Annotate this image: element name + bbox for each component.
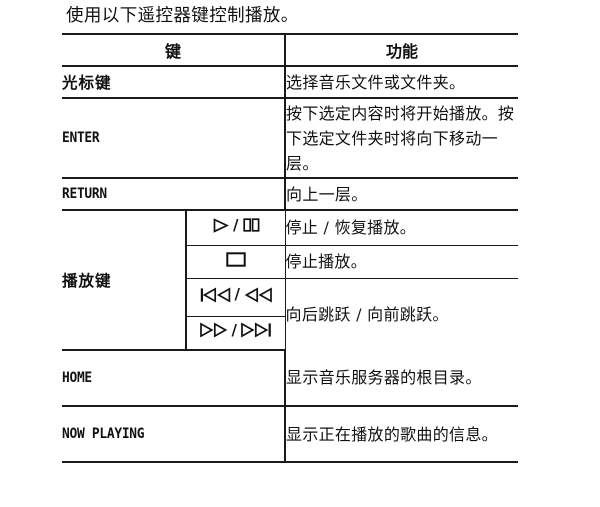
function-desc-home: 显示音乐服务器的根目录。	[285, 350, 519, 407]
table-row: 播放键 / 停止 / 恢复播放。	[62, 210, 519, 351]
intro-paragraph: 使用以下遥控器键控制播放。	[66, 6, 299, 26]
clipped-next-line-glyph: ，	[66, 498, 74, 502]
key-label-cursor: 光标键	[62, 66, 287, 99]
remote-key-table: 键 功能 光标键 选择音乐文件或文件夹。 ENTER 按下选定内容时将开始播放。…	[62, 33, 519, 463]
key-label-return: RETURN	[62, 178, 269, 211]
table-row: ENTER 按下选定内容时将开始播放。按下选定文件夹时将向下移动一层。	[62, 98, 519, 179]
key-label-enter: ENTER	[62, 98, 269, 179]
skip-back-rewind-icon: /	[186, 278, 286, 317]
function-desc-play-pause: 停止 / 恢复播放。	[285, 210, 519, 246]
table-row: 光标键 选择音乐文件或文件夹。	[62, 66, 519, 99]
table-header-row: 键 功能	[62, 33, 519, 67]
key-label-now-playing: NOW PLAYING	[62, 406, 269, 463]
function-desc-skip: 向后跳跃 / 向前跳跃。	[285, 304, 449, 324]
remote-key-table-wrapper: 键 功能 光标键 选择音乐文件或文件夹。 ENTER 按下选定内容时将开始播放。…	[62, 33, 519, 463]
table-row: 停止播放。	[62, 245, 519, 279]
table-row: RETURN 向上一层。	[62, 178, 519, 211]
table-row: HOME 显示音乐服务器的根目录。	[62, 350, 519, 407]
function-desc-enter: 按下选定内容时将开始播放。按下选定文件夹时将向下移动一层。	[285, 98, 519, 179]
fast-forward-skip-icon: /	[186, 316, 286, 351]
function-desc-cursor: 选择音乐文件或文件夹。	[285, 66, 519, 99]
key-label-home: HOME	[62, 350, 269, 407]
table-row: /	[62, 316, 518, 351]
function-desc-return: 向上一层。	[285, 178, 519, 211]
header-cell-function: 功能	[285, 33, 519, 67]
key-label-playback: 播放键	[62, 210, 187, 351]
play-pause-icon: /	[186, 210, 286, 246]
header-cell-key: 键	[62, 33, 287, 67]
table-row: NOW PLAYING 显示正在播放的歌曲的信息。	[62, 406, 519, 463]
function-desc-stop: 停止播放。	[285, 245, 519, 279]
table-row: / 向后跳跃 / 向前跳跃。	[62, 278, 518, 324]
function-desc-now-playing: 显示正在播放的歌曲的信息。	[285, 406, 519, 463]
stop-icon	[186, 245, 286, 279]
